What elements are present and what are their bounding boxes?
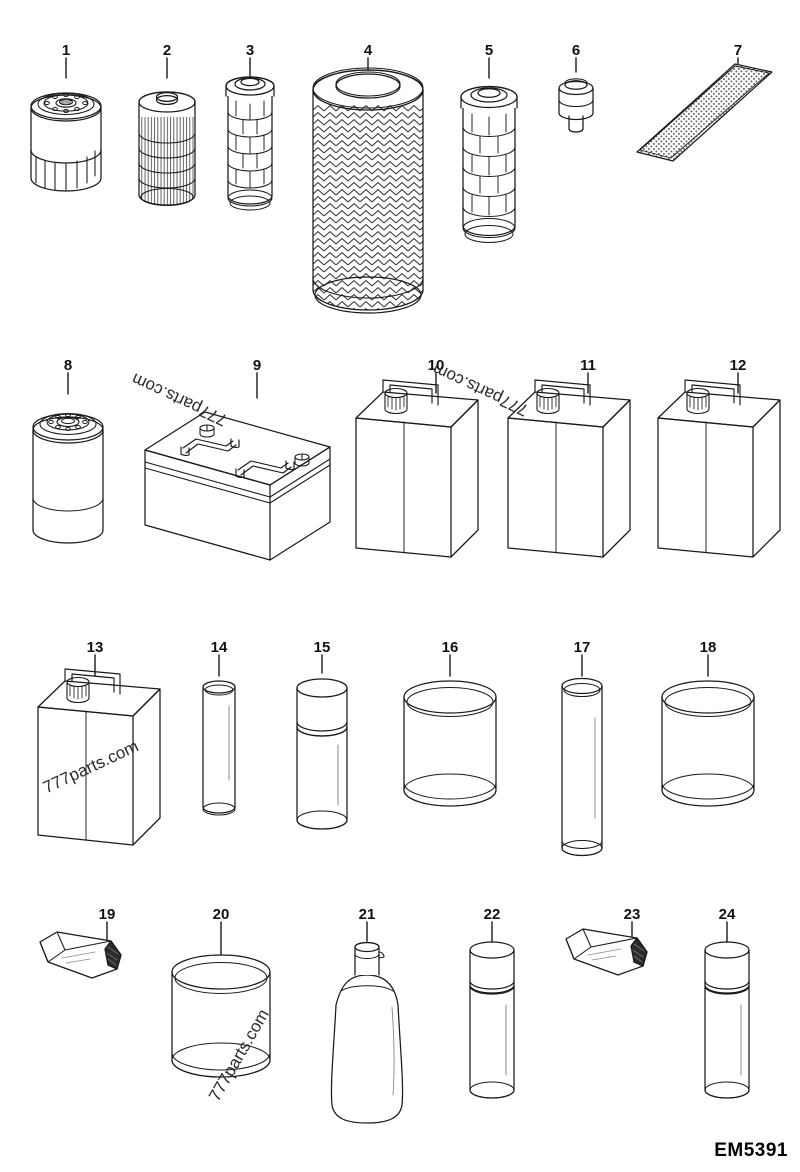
- callout-21: 21: [358, 906, 376, 923]
- callout-19: 19: [98, 906, 116, 923]
- part-13-fluid-canister: [37, 668, 161, 846]
- part-14-grease-cartridge: [202, 680, 236, 816]
- callout-23: 23: [623, 906, 641, 923]
- part-18-grease-tin: [661, 680, 755, 807]
- callout-24: 24: [718, 906, 736, 923]
- callout-22: 22: [483, 906, 501, 923]
- part-22-aerosol-can: [469, 941, 515, 1099]
- part-4-air-filter-element-large: [312, 67, 424, 314]
- part-17-narrow-tube: [561, 677, 603, 857]
- part-12-fluid-canister: [657, 379, 781, 558]
- callout-17: 17: [573, 639, 591, 656]
- part-21-plastic-bottle: [330, 941, 404, 1124]
- part-16-grease-tin: [403, 680, 497, 807]
- callout-3: 3: [245, 42, 255, 59]
- part-15-aerosol-can: [296, 678, 348, 830]
- callout-6: 6: [571, 42, 581, 59]
- part-11-fluid-canister: [507, 379, 631, 558]
- callout-4: 4: [363, 42, 373, 59]
- part-5-mesh-screen-element: [460, 85, 518, 243]
- part-1-spin-on-oil-filter: [30, 92, 102, 192]
- callout-20: 20: [212, 906, 230, 923]
- part-7-flat-mesh-screen-strip: [636, 63, 773, 162]
- callout-8: 8: [63, 357, 73, 374]
- callout-14: 14: [210, 639, 228, 656]
- callout-13: 13: [86, 639, 104, 656]
- part-24-aerosol-can: [704, 941, 750, 1099]
- callout-5: 5: [484, 42, 494, 59]
- part-19-sealant-tube: [39, 931, 122, 979]
- callout-12: 12: [729, 357, 747, 374]
- part-23-sealant-tube: [565, 928, 648, 976]
- part-10-fluid-canister: [355, 379, 479, 558]
- callout-18: 18: [699, 639, 717, 656]
- callout-16: 16: [441, 639, 459, 656]
- part-6-sensor-plug: [558, 78, 594, 133]
- callout-9: 9: [252, 357, 262, 374]
- callout-2: 2: [162, 42, 172, 59]
- callout-1: 1: [61, 42, 71, 59]
- callout-7: 7: [733, 42, 743, 59]
- callout-11: 11: [580, 357, 596, 374]
- part-9-battery: [144, 411, 331, 561]
- callout-10: 10: [427, 357, 445, 374]
- part-2-pleated-filter-element: [138, 91, 196, 207]
- diagram-code: EM5391: [714, 1140, 788, 1161]
- part-3-mesh-screen-element-small: [225, 76, 275, 211]
- callout-15: 15: [313, 639, 331, 656]
- part-8-spin-on-fuel-filter: [32, 412, 104, 544]
- part-20-grease-drum: [171, 954, 271, 1078]
